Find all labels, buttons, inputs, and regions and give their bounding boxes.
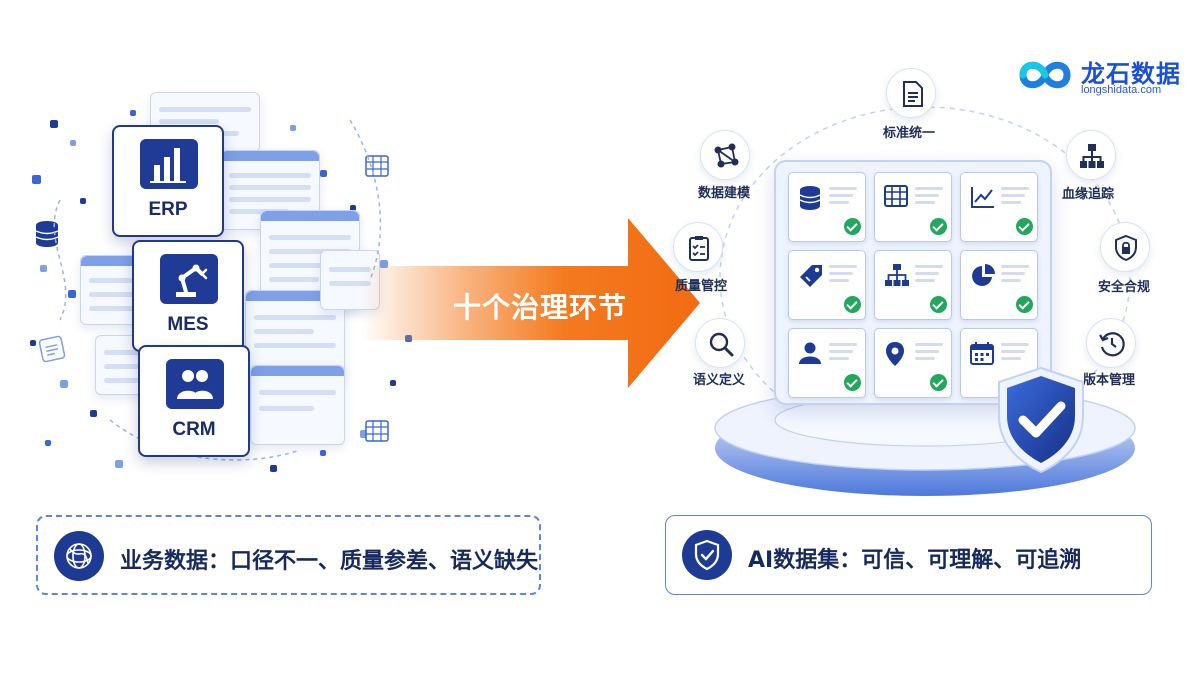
check-icon [1016, 296, 1033, 313]
brand-name: 龙石数据 [1081, 60, 1181, 88]
dataset-tile [788, 328, 866, 398]
scatter-dot [90, 410, 97, 417]
node-label: 质量管控 [675, 279, 728, 294]
node-label: 安全合规 [1098, 280, 1151, 295]
table-icon [884, 185, 908, 207]
check-icon [844, 374, 861, 391]
node-lineage [1066, 130, 1116, 180]
system-label: MES [167, 314, 209, 335]
shield-check-icon [998, 366, 1084, 474]
person-icon [799, 342, 821, 364]
line-chart-icon [971, 187, 994, 208]
infinity-logo-icon [1019, 61, 1071, 89]
brand-logo: 龙石数据 longshidata.com [1015, 52, 1195, 102]
document-icon [38, 335, 66, 363]
node-version [1086, 318, 1136, 368]
scatter-dot [290, 125, 296, 131]
check-icon [930, 374, 947, 391]
calendar-icon [970, 342, 994, 365]
ai-dataset-summary-text: AI数据集：可信、可理解、可追溯 [748, 548, 1082, 573]
check-icon [930, 218, 947, 235]
node-standard [886, 68, 936, 118]
business-data-illustration: ERP MES CRM [20, 80, 420, 490]
node-label: 血缘追踪 [1062, 187, 1115, 202]
scatter-dot [390, 380, 396, 386]
dataset-tile [874, 172, 952, 242]
dataset-tile [788, 172, 866, 242]
scatter-dot [60, 380, 68, 388]
dataset-tile [960, 172, 1038, 242]
database-icon [35, 221, 59, 247]
scatter-dot [80, 198, 86, 204]
clipboard-check-icon [689, 236, 709, 261]
check-icon [844, 296, 861, 313]
dataset-tile [874, 328, 952, 398]
scatter-dot [350, 205, 356, 211]
node-quality [673, 222, 723, 272]
users-icon [166, 359, 224, 409]
scatter-dot [380, 260, 388, 268]
scatter-dot [130, 110, 136, 116]
hierarchy-icon [1080, 144, 1104, 168]
check-icon [844, 218, 861, 235]
magnifier-icon [709, 332, 734, 357]
brand-url: longshidata.com [1081, 84, 1162, 96]
table-icon [365, 420, 389, 442]
scatter-dot [360, 430, 368, 438]
network-nodes-icon [714, 143, 739, 168]
node-label: 版本管理 [1083, 373, 1136, 388]
database-icon [799, 186, 821, 210]
business-data-summary-text: 业务数据：口径不一、质量参差、语义缺失 [120, 549, 539, 574]
dataset-tile [874, 250, 952, 320]
scatter-dot [30, 340, 36, 346]
node-semantic [695, 318, 745, 368]
pie-chart-icon [972, 264, 995, 286]
scatter-dot [50, 120, 58, 128]
governance-ring [719, 106, 1131, 448]
system-card-mes: MES [132, 240, 244, 352]
system-label: ERP [148, 199, 188, 220]
check-icon [1016, 218, 1033, 235]
robot-arm-icon [160, 254, 218, 304]
arrow-label: 十个治理环节 [453, 291, 628, 324]
scatter-dot [32, 175, 41, 184]
org-chart-icon [885, 264, 909, 286]
table-icon [365, 155, 389, 177]
history-clock-icon [1099, 332, 1125, 357]
business-data-summary: 业务数据：口径不一、质量参差、语义缺失 [36, 515, 541, 595]
check-icon [930, 296, 947, 313]
scatter-dot [70, 140, 76, 146]
node-label: 数据建模 [698, 186, 751, 201]
bar-chart-icon [140, 139, 198, 189]
scatter-dot [40, 265, 47, 272]
node-security [1100, 222, 1150, 272]
scatter-dot [45, 440, 51, 446]
node-label: 语义定义 [693, 373, 746, 388]
tag-icon [800, 265, 822, 287]
system-card-erp: ERP [112, 125, 224, 237]
location-pin-icon [886, 342, 904, 366]
scatter-dashes [53, 119, 382, 461]
tangled-knot-icon [54, 531, 104, 581]
scatter-dot [270, 465, 277, 472]
shield-check-icon [682, 530, 732, 580]
dataset-tile [788, 250, 866, 320]
scatter-dot [320, 170, 327, 177]
dataset-tile [960, 250, 1038, 320]
data-panel [250, 365, 345, 445]
scatter-dot [320, 450, 326, 456]
process-arrow [360, 218, 700, 388]
shield-lock-icon [1115, 234, 1137, 262]
ai-dataset-summary: AI数据集：可信、可理解、可追溯 [665, 515, 1152, 595]
node-label: 标准统一 [883, 126, 936, 141]
scatter-dot [115, 460, 123, 468]
node-modeling [700, 130, 750, 180]
scatter-dot [68, 290, 76, 298]
system-card-crm: CRM [138, 345, 250, 457]
dataset-board [774, 160, 1052, 405]
document-icon [903, 81, 923, 107]
system-label: CRM [172, 419, 216, 440]
